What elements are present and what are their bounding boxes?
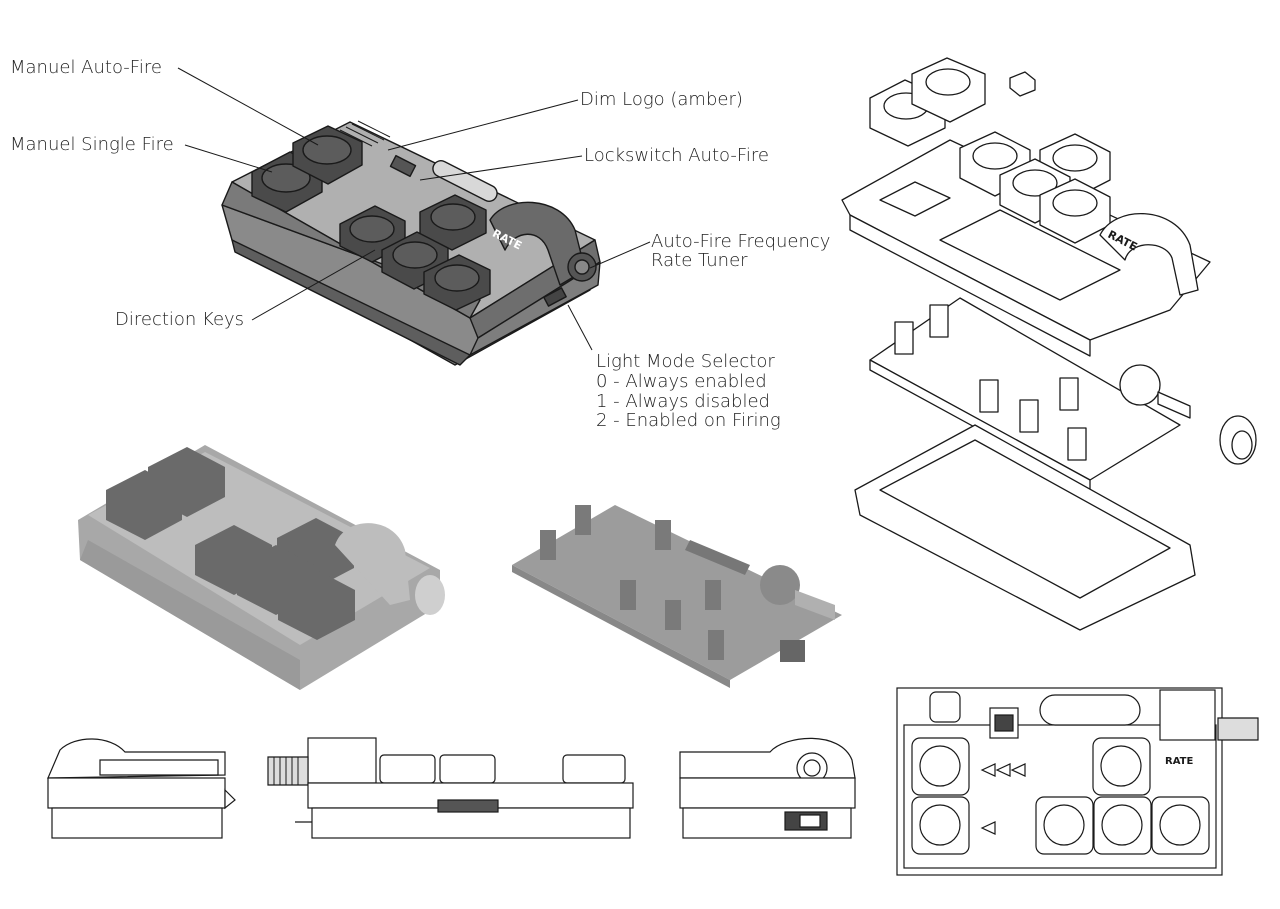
- leader-lines: [177, 67, 651, 351]
- lockswitch: [389, 154, 417, 178]
- top-view: [896, 687, 1259, 876]
- callout-light-mode-title: Light Mode Selector: [596, 351, 775, 372]
- callout-light-mode-option-0: 0 - Always enabled: [596, 371, 767, 392]
- leader-dim-logo: [387, 99, 579, 151]
- exploded-rate-housing: [1099, 213, 1199, 296]
- direction-keys: [339, 194, 491, 311]
- leader-manual-auto-fire: [177, 67, 319, 146]
- callout-light-mode-option-2: 2 - Enabled on Firing: [596, 410, 781, 431]
- leader-lockswitch: [419, 155, 583, 181]
- leader-rate-tuner: [589, 241, 651, 269]
- grey-pcb-view: [512, 505, 842, 688]
- callout-rate-tuner-line2: Rate Tuner: [651, 250, 748, 271]
- front-view: [267, 737, 634, 839]
- leader-manual-single-fire: [184, 144, 273, 173]
- vent-grille: [339, 120, 391, 147]
- callout-light-mode-option-1: 1 - Always disabled: [596, 391, 770, 412]
- dim-logo-window: [432, 160, 498, 202]
- callout-manual-single-fire: Manuel Single Fire: [10, 134, 174, 155]
- rate-label-top-view: RATE: [1165, 756, 1193, 767]
- rate-knob-housing: [489, 201, 586, 286]
- callout-manual-auto-fire: Manuel Auto-Fire: [10, 57, 162, 78]
- top-view-logo: [929, 691, 961, 723]
- side-view-left: [47, 738, 236, 839]
- side-view-right: [679, 737, 856, 839]
- exploded-view: [841, 57, 1257, 631]
- leader-direction-keys: [251, 249, 376, 321]
- lockswitch-cap: [1009, 71, 1036, 97]
- shaded-device-view: [221, 120, 601, 366]
- callout-direction-keys: Direction Keys: [115, 309, 245, 330]
- light-mode-switch: [543, 287, 567, 307]
- callout-dim-logo: Dim Logo (amber): [580, 89, 743, 110]
- pcb-switches: [894, 304, 1087, 461]
- callout-lockswitch-auto-fire: Lockswitch Auto-Fire: [584, 145, 769, 166]
- grey-device-view: [78, 445, 445, 690]
- callout-rate-tuner-line1: Auto-Fire Frequency: [651, 231, 831, 252]
- pcb-potentiometer: [1119, 364, 1161, 406]
- leader-light-mode: [567, 304, 593, 351]
